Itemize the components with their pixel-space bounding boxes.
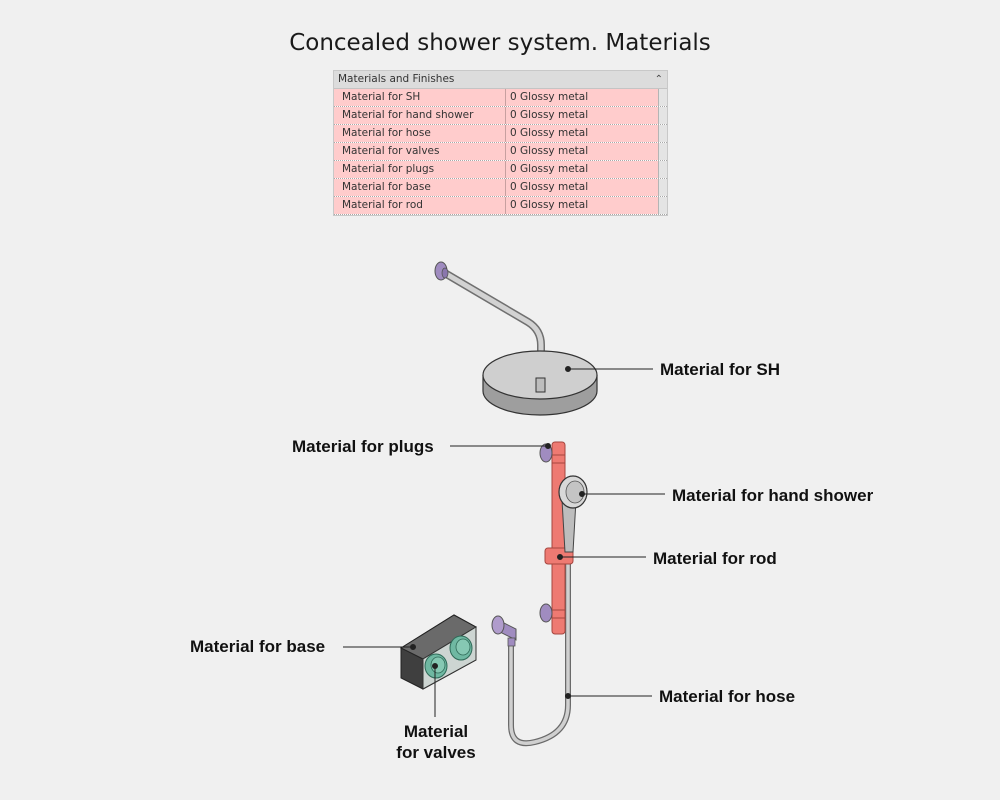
callout-hand-shower: Material for hand shower	[672, 486, 874, 505]
materials-panel: Materials and Finishes ⌃ Material for SH…	[333, 70, 668, 216]
row-name: Material for hand shower	[334, 107, 506, 124]
leader-lines	[343, 366, 665, 717]
page-title: Concealed shower system. Materials	[289, 30, 711, 56]
shower-head	[482, 350, 598, 416]
row-name: Material for valves	[334, 143, 506, 160]
row-name: Material for base	[334, 179, 506, 196]
wall-outlet	[491, 615, 517, 647]
hand-shower	[558, 475, 588, 553]
row-name: Material for plugs	[334, 161, 506, 178]
row-name: Material for hose	[334, 125, 506, 142]
double-chevron-up-icon[interactable]: ⌃	[654, 74, 663, 85]
table-row[interactable]: Material for hose 0 Glossy metal	[334, 125, 667, 143]
row-value[interactable]: 0 Glossy metal	[506, 89, 658, 106]
panel-header[interactable]: Materials and Finishes ⌃	[334, 71, 667, 89]
table-row[interactable]: Material for rod 0 Glossy metal	[334, 197, 667, 215]
rod-bottom-plug	[539, 603, 553, 623]
shower-arm-plug	[434, 261, 449, 281]
row-browse-button[interactable]	[658, 179, 667, 196]
table-row[interactable]: Material for valves 0 Glossy metal	[334, 143, 667, 161]
callout-valves: Material for valves	[376, 721, 496, 763]
callout-hose: Material for hose	[659, 687, 796, 706]
callout-valves-line2: for valves	[396, 743, 476, 762]
callout-rod: Material for rod	[653, 549, 777, 568]
callout-valves-line1: Material	[403, 722, 469, 741]
panel-header-label: Materials and Finishes	[338, 73, 455, 85]
row-browse-button[interactable]	[658, 107, 667, 124]
row-value[interactable]: 0 Glossy metal	[506, 179, 658, 196]
callout-base: Material for base	[190, 637, 326, 656]
row-name: Material for SH	[334, 89, 506, 106]
shower-arm	[439, 268, 545, 384]
table-row[interactable]: Material for hand shower 0 Glossy metal	[334, 107, 667, 125]
row-browse-button[interactable]	[658, 89, 667, 106]
row-value[interactable]: 0 Glossy metal	[506, 125, 658, 142]
row-name: Material for rod	[334, 197, 506, 214]
row-browse-button[interactable]	[658, 125, 667, 142]
row-value[interactable]: 0 Glossy metal	[506, 197, 658, 214]
row-browse-button[interactable]	[658, 161, 667, 178]
row-value[interactable]: 0 Glossy metal	[506, 161, 658, 178]
hose	[508, 512, 571, 747]
row-browse-button[interactable]	[658, 197, 667, 214]
table-row[interactable]: Material for SH 0 Glossy metal	[334, 89, 667, 107]
table-row[interactable]: Material for plugs 0 Glossy metal	[334, 161, 667, 179]
callout-plugs: Material for plugs	[292, 437, 434, 456]
row-value[interactable]: 0 Glossy metal	[506, 107, 658, 124]
valve-right	[449, 635, 473, 661]
row-browse-button[interactable]	[658, 143, 667, 160]
row-value[interactable]: 0 Glossy metal	[506, 143, 658, 160]
table-row[interactable]: Material for base 0 Glossy metal	[334, 179, 667, 197]
callout-sh: Material for SH	[660, 360, 780, 379]
